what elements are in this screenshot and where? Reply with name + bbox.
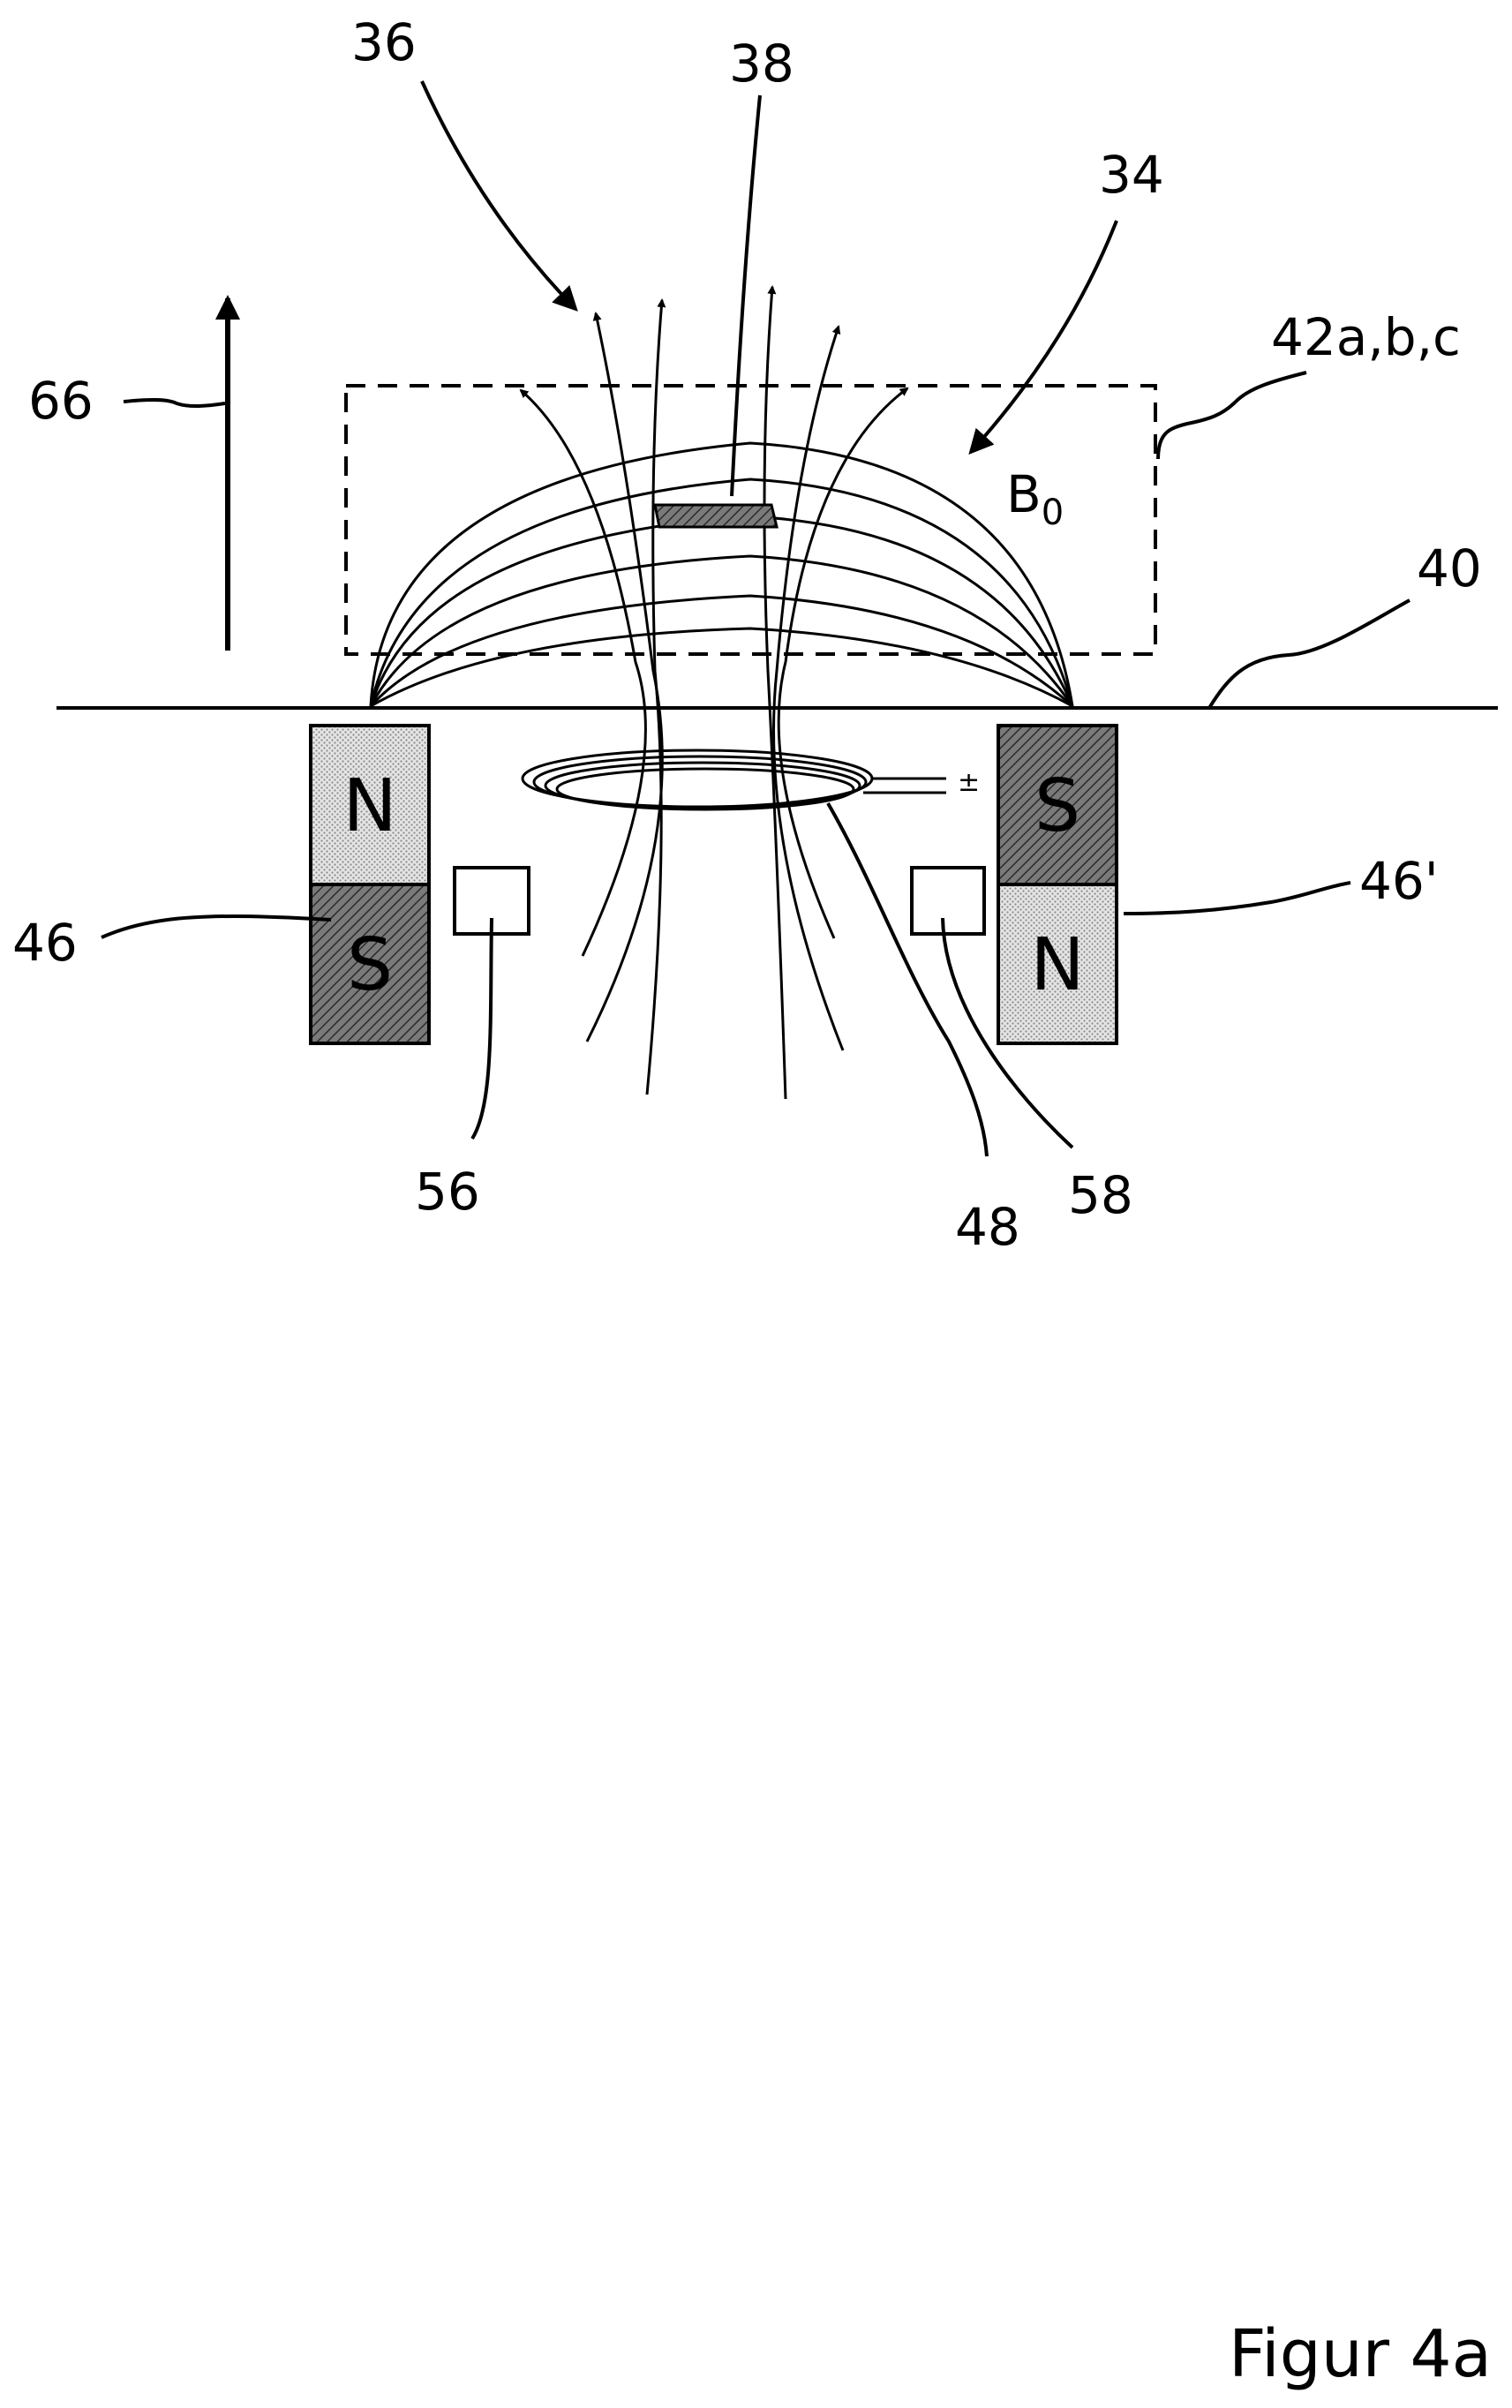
label-66: 66	[28, 371, 94, 431]
vertical-field-lines	[521, 287, 907, 1099]
sample-element	[655, 505, 777, 527]
label-46: 46	[12, 913, 78, 973]
field-subscript: 0	[1042, 493, 1064, 533]
coil-polarity-symbol: ±	[958, 767, 980, 798]
label-40: 40	[1417, 538, 1482, 598]
field-symbol: B	[1006, 464, 1042, 524]
left-magnet: N S	[311, 726, 429, 1043]
figure-caption: Figur 4a	[1229, 2316, 1492, 2392]
left-magnet-bottom-label: S	[347, 923, 393, 1007]
label-34: 34	[1099, 145, 1164, 205]
right-sensor-box	[912, 868, 984, 934]
right-magnet-bottom-label: N	[1030, 923, 1084, 1007]
label-46-prime: 46'	[1359, 851, 1439, 911]
label-48: 48	[955, 1197, 1020, 1257]
right-magnet: S N	[998, 726, 1117, 1043]
label-58: 58	[1068, 1165, 1133, 1225]
field-label-b0: B0	[1006, 464, 1064, 533]
label-42abc: 42a,b,c	[1271, 307, 1461, 367]
label-56: 56	[415, 1162, 480, 1222]
label-38: 38	[729, 34, 794, 94]
leader-lines	[102, 81, 1410, 1156]
left-magnet-top-label: N	[342, 764, 396, 848]
coil-windings	[523, 750, 946, 809]
right-magnet-top-label: S	[1034, 764, 1080, 848]
label-36: 36	[351, 12, 417, 72]
dome-field-lines	[371, 443, 1072, 706]
